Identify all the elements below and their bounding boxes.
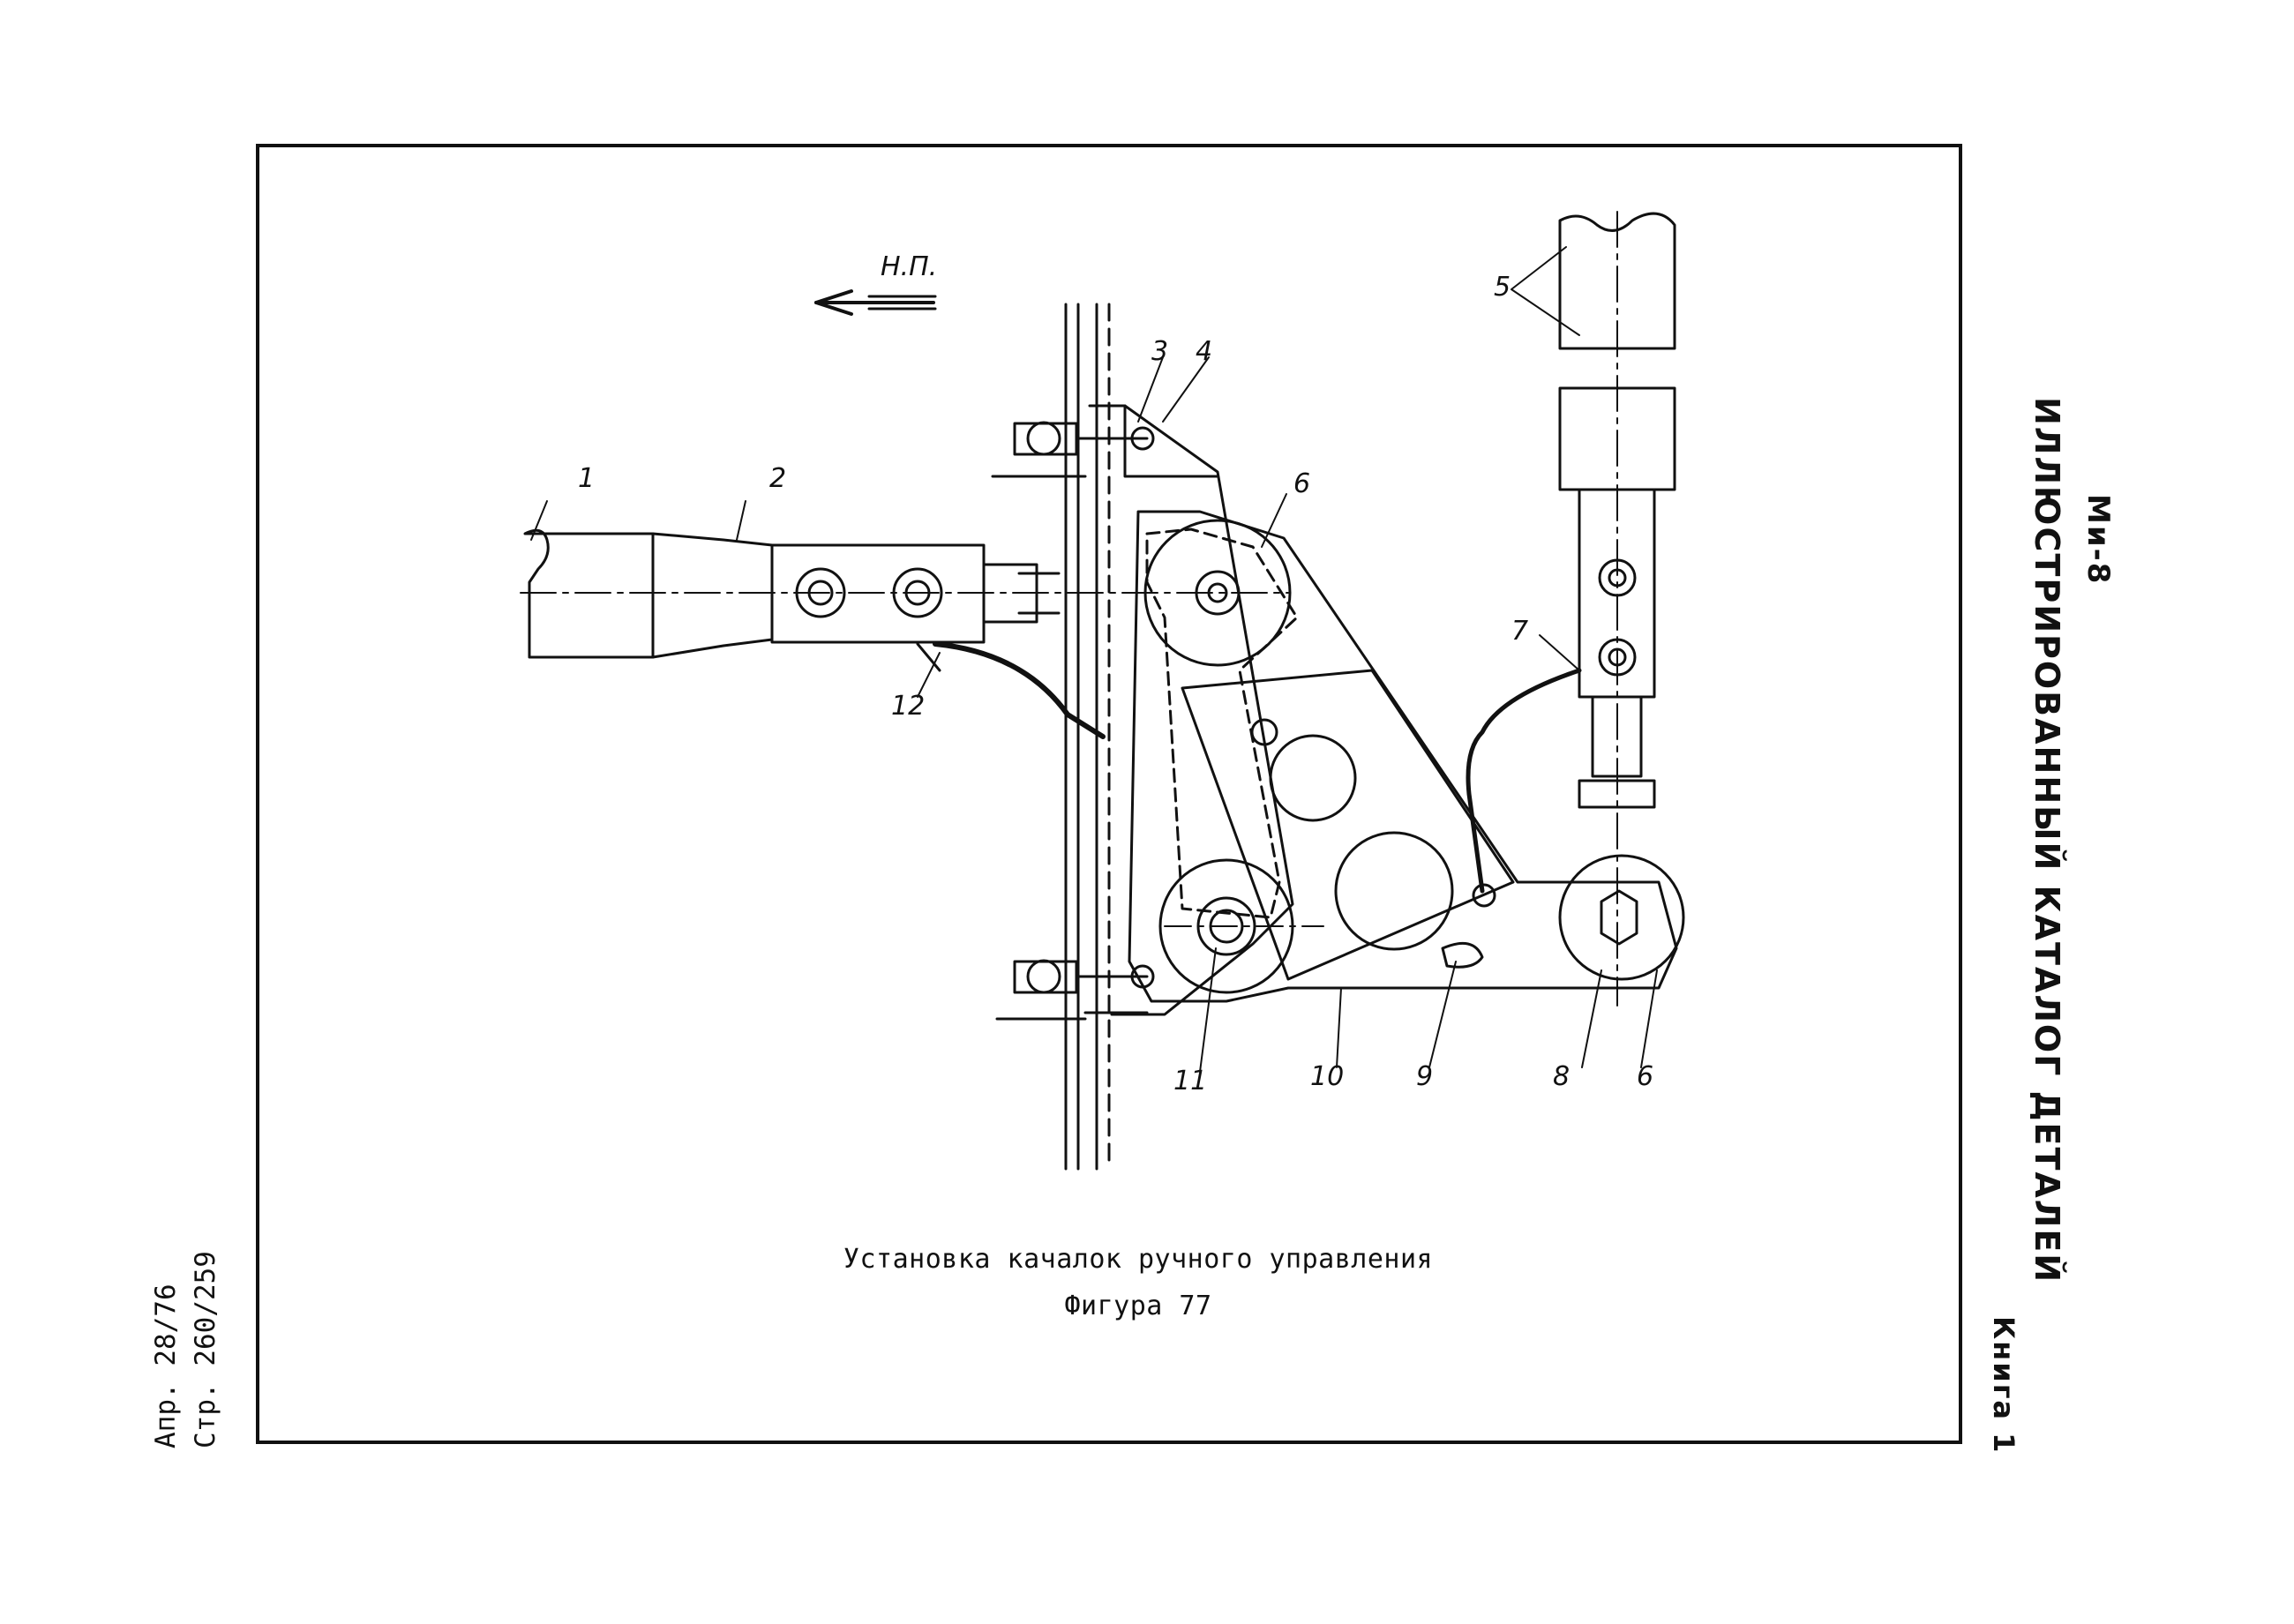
callout-4: 4 bbox=[1196, 336, 1212, 367]
left-control-rod bbox=[520, 528, 1289, 739]
structural-frame bbox=[991, 303, 1149, 1171]
callout-1: 1 bbox=[578, 463, 595, 494]
callout-labels bbox=[530, 246, 1658, 1073]
direction-arrow-icon bbox=[814, 289, 937, 316]
catalog-title: ИЛЛЮСТРИРОВАННЫЙ КАТАЛОГ ДЕТАЛЕЙ bbox=[2028, 397, 2066, 1284]
callout-11: 11 bbox=[1173, 1066, 1207, 1096]
callout-9: 9 bbox=[1416, 1061, 1433, 1092]
callout-6-upper: 6 bbox=[1293, 468, 1310, 499]
callout-5: 5 bbox=[1494, 272, 1511, 303]
figure-number: Фигура 77 bbox=[1064, 1291, 1212, 1321]
book-number: Книга 1 bbox=[1987, 1316, 2020, 1455]
direction-label: Н.П. bbox=[881, 251, 937, 282]
aircraft-model: Ми-8 bbox=[2080, 494, 2116, 586]
callout-8: 8 bbox=[1553, 1061, 1570, 1092]
bellcrank bbox=[1128, 510, 1678, 1003]
bracket bbox=[1013, 404, 1294, 1016]
callout-3: 3 bbox=[1151, 336, 1168, 367]
callout-10: 10 bbox=[1310, 1061, 1344, 1092]
callout-7: 7 bbox=[1511, 616, 1528, 647]
callout-12: 12 bbox=[891, 691, 925, 722]
callout-6-lower: 6 bbox=[1637, 1061, 1653, 1092]
page-number: Стр. 260/259 bbox=[190, 1251, 221, 1448]
right-control-rod bbox=[1466, 211, 1685, 1007]
drawing-frame bbox=[256, 144, 1962, 1444]
callout-2: 2 bbox=[769, 463, 786, 494]
revision-date: Апр. 28/76 bbox=[150, 1283, 182, 1448]
figure-caption: Установка качалок ручного управления bbox=[843, 1244, 1434, 1275]
